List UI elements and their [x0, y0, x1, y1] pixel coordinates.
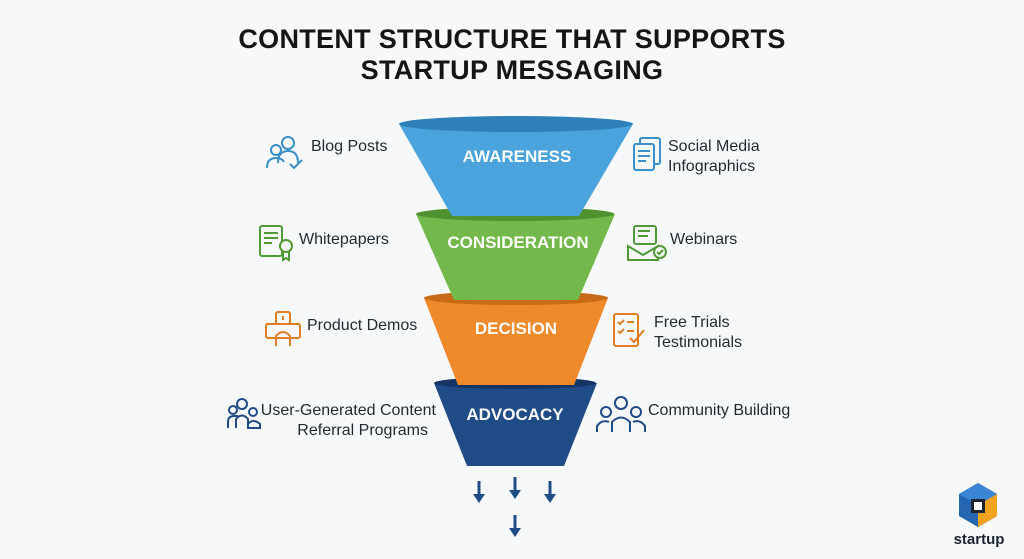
stage-label-decision: DECISION — [475, 319, 557, 338]
content-item-community-building: Community Building — [648, 402, 791, 419]
content-item-blog-posts: Blog Posts — [311, 138, 388, 155]
envelope-check-icon — [627, 225, 667, 261]
funnel-segment-advocacy — [434, 383, 597, 466]
funnel-stage-consideration: CONSIDERATION — [416, 207, 615, 300]
content-item-infographics: Infographics — [668, 158, 756, 175]
startup-logo-icon — [959, 483, 997, 527]
checklist-icon — [613, 313, 645, 347]
arrow-down-icon — [473, 481, 485, 503]
title-line-1: CONTENT STRUCTURE THAT SUPPORTS — [238, 24, 786, 54]
output-arrows — [473, 477, 556, 537]
funnel-segment-consideration — [416, 214, 615, 300]
stage-label-awareness: AWARENESS — [463, 147, 572, 166]
arrow-down-icon — [544, 481, 556, 503]
arrow-down-icon — [509, 515, 521, 537]
content-item-webinars: Webinars — [670, 231, 738, 248]
stage-label-advocacy: ADVOCACY — [466, 405, 564, 424]
content-item-free-trials: Free Trials — [654, 314, 730, 331]
funnel-stage-decision: DECISION — [424, 291, 608, 385]
certificate-document-icon — [259, 225, 293, 262]
content-item-testimonials: Testimonials — [654, 334, 743, 351]
product-demo-icon — [265, 311, 301, 346]
content-item-whitepapers: Whitepapers — [299, 231, 389, 248]
brand-name: startup — [953, 531, 1005, 548]
content-item-user-generated-content: User-Generated Content — [260, 402, 436, 419]
diagram-title: CONTENT STRUCTURE THAT SUPPORTS STARTUP … — [0, 24, 1024, 86]
documents-icon — [633, 137, 661, 171]
funnel-segment-awareness — [399, 124, 633, 216]
funnel-stage-awareness: AWARENESS — [399, 116, 633, 216]
community-group-icon — [596, 396, 646, 432]
content-item-product-demos: Product Demos — [307, 317, 418, 334]
funnel-stage-advocacy: ADVOCACY — [434, 377, 597, 466]
title-line-2: STARTUP MESSAGING — [360, 55, 664, 85]
content-item-social-media: Social Media — [668, 138, 760, 155]
people-check-icon — [266, 136, 303, 170]
funnel-segment-decision — [424, 298, 608, 385]
content-item-referral-programs: Referral Programs — [297, 422, 428, 439]
user-group-icon — [227, 398, 261, 429]
stage-label-consideration: CONSIDERATION — [447, 233, 588, 252]
arrow-down-icon — [509, 477, 521, 499]
funnel-rim-awareness — [399, 116, 633, 132]
